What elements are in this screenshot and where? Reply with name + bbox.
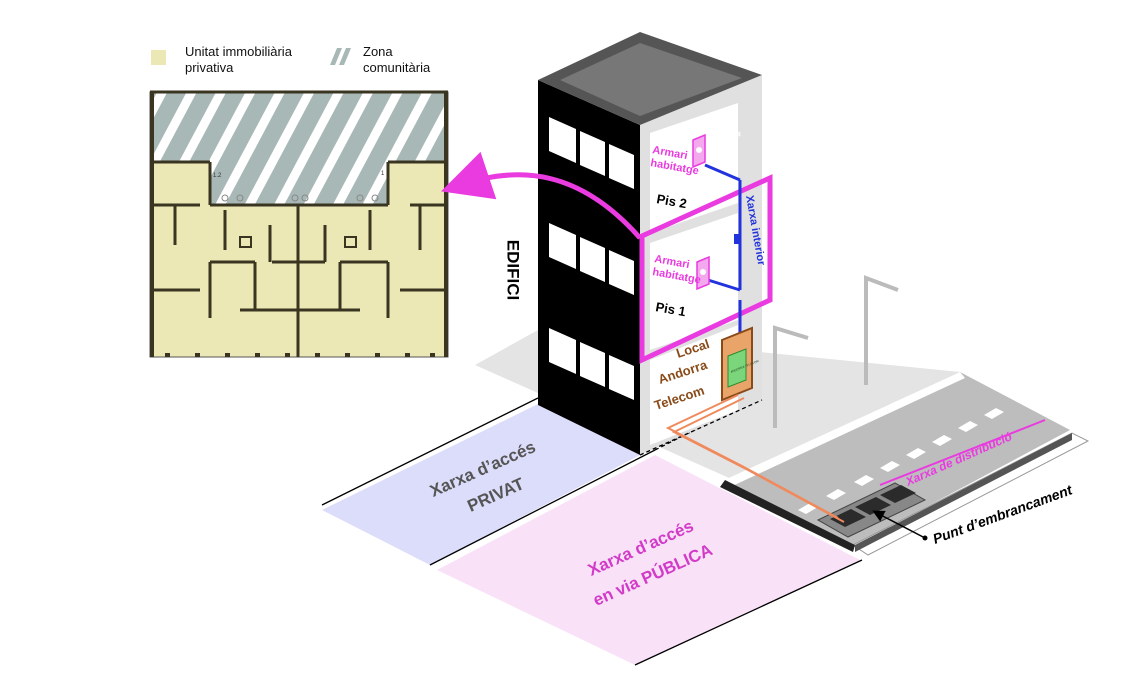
floor-plan: 1.2 1 (149, 90, 449, 358)
building-windows (549, 117, 634, 400)
zone-private (322, 404, 640, 565)
floor-plan-common-area (150, 92, 448, 162)
floor-plan-tag-left: 1.2 (213, 173, 222, 179)
legend-private-label-line2: privativa (185, 60, 234, 75)
floor-plan-common-corridor (210, 162, 388, 205)
floor-plan-arrow (441, 151, 642, 240)
street (720, 372, 1090, 556)
street-lights (773, 275, 899, 428)
building: ANDORRA TELECOM (538, 32, 773, 456)
distribution-network-line (879, 419, 1046, 486)
floor-plan-tag-right: 1 (381, 171, 385, 177)
legend-common-label-line2: comunitària (363, 60, 431, 75)
legend-common-swatch (330, 48, 351, 65)
floor-1-label: Pis 1 (654, 299, 687, 319)
access-cable (665, 394, 845, 523)
legend-private-label-line1: Unitat immobiliària (185, 44, 293, 59)
legend-private-swatch (151, 50, 166, 65)
floor-1-panel (650, 213, 738, 350)
interior-network-line (704, 163, 741, 182)
local-panel (650, 325, 738, 445)
junction-manholes (816, 482, 927, 538)
floor-2-label: Pis 2 (655, 191, 688, 211)
interior-network-branch (707, 278, 741, 292)
building-roof-inner (560, 43, 742, 116)
junction-pointer (872, 510, 926, 539)
legend-common-label-line1: Zona (363, 44, 393, 59)
interior-network-joint (734, 234, 740, 244)
legend: Unitat immobiliària privativa Zona comun… (151, 44, 431, 75)
local-cabinet-box (727, 348, 747, 388)
building-name: EDIFICI (504, 240, 523, 300)
zone-public (437, 455, 860, 665)
access-point-mid-line1: Punt (698, 227, 717, 239)
floor-1-highlight-frame (639, 174, 773, 364)
